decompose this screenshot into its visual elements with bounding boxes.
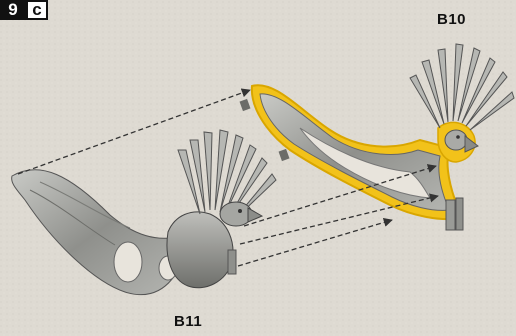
step-number: 9 [0,0,26,20]
b10-head [445,130,467,150]
part-label-b11: B11 [174,313,202,330]
b10-leg [456,198,463,230]
b11-leg [228,250,236,274]
step-letter: c [26,0,48,20]
b10-leg [446,200,455,230]
b11-tail-hole [114,242,142,282]
b11-body [167,212,233,288]
step-badge: 9 c [0,0,48,20]
b11-head [220,202,252,226]
part-label-b10: B10 [437,11,466,28]
